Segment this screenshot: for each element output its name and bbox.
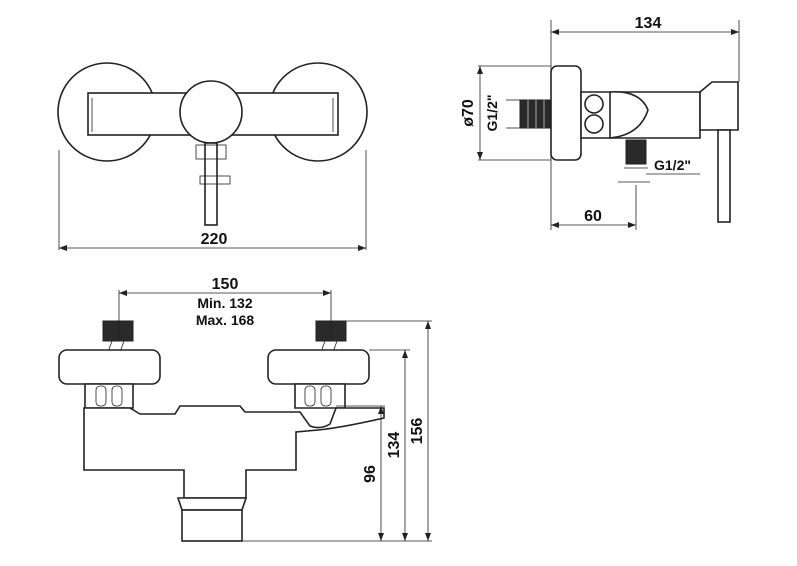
width-label: 220 (201, 231, 228, 248)
outlet-thread-label: G1/2" (654, 157, 691, 173)
inlet-thread (519, 99, 551, 129)
mixer-body-front (83, 405, 385, 499)
height-total-label: 156 (409, 418, 426, 445)
diameter-label: ø70 (460, 99, 477, 127)
height-mid-label: 134 (386, 432, 403, 459)
centers-min-label: Min. 132 (197, 295, 252, 311)
front-view: 150 Min. 132 Max. 168 156 134 96 (58, 276, 432, 542)
lever-side (717, 129, 731, 223)
top-view: 220 (57, 62, 368, 251)
wall-escutcheon (550, 65, 582, 161)
depth-label: 134 (635, 15, 662, 32)
left-inlet-thread (102, 320, 134, 342)
inlet-thread-label: G1/2" (484, 95, 500, 132)
outlet-front (181, 509, 243, 542)
outlet-thread (625, 139, 647, 165)
offset-label: 60 (584, 208, 602, 225)
centers-label: 150 (212, 276, 239, 293)
right-escutcheon-front (267, 349, 370, 385)
height-outlet-label: 96 (362, 465, 379, 483)
handle-hub (179, 80, 243, 144)
handle-side (699, 81, 739, 131)
centers-max-label: Max. 168 (196, 312, 255, 328)
left-escutcheon-front (58, 349, 161, 385)
side-view: 134 60 ø70 G1/2" G1/2" (460, 15, 740, 230)
